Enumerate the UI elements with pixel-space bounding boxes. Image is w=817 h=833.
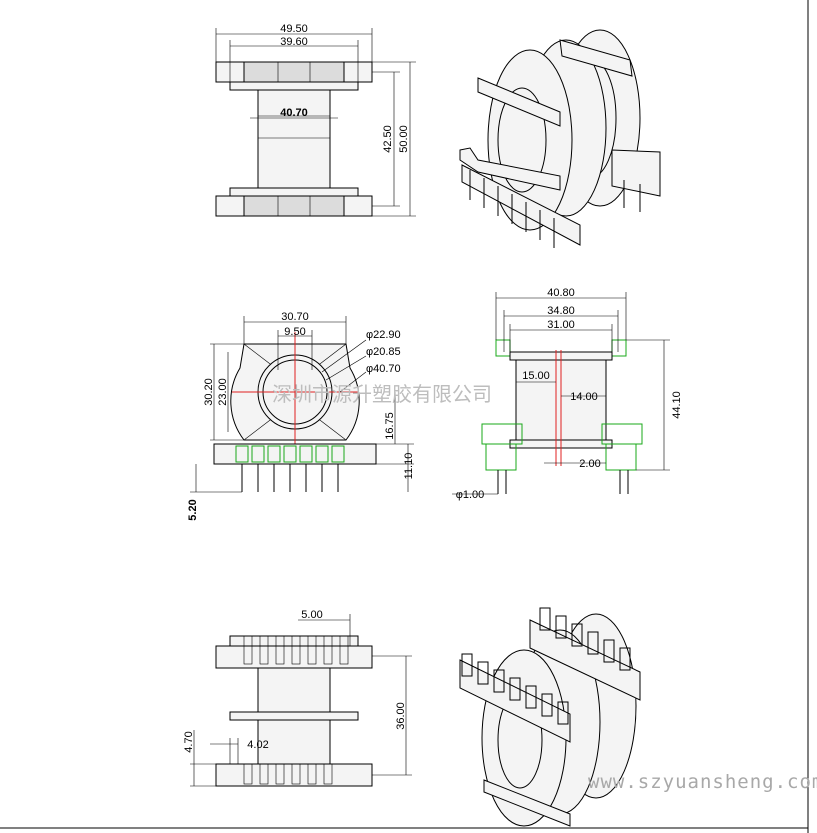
company-watermark: 深圳市源升塑胶有限公司 xyxy=(272,382,492,406)
diameter-a-label: φ22.90 xyxy=(366,329,401,341)
overall-width-label: 49.50 xyxy=(280,23,308,35)
diameter-b-label: φ20.85 xyxy=(366,346,401,358)
top-view: 49.50 39.60 40.70 42.50 50.00 xyxy=(215,23,416,217)
pin-span-label: 42.50 xyxy=(382,125,394,153)
isometric-view-bottom xyxy=(459,607,641,827)
side-overall-width-label: 40.80 xyxy=(547,287,575,299)
isometric-view-top xyxy=(459,29,661,248)
flange-thickness-label: 4.70 xyxy=(183,731,195,752)
side-view: 40.80 34.80 31.00 15.00 14.00 44.10 2.00… xyxy=(452,287,683,501)
bottom-view: 5.00 36.00 4.70 4.02 xyxy=(183,609,412,787)
side-inner-width-label: 31.00 xyxy=(547,319,575,331)
height-b-label: 23.00 xyxy=(217,378,229,406)
slot-width-label: 9.50 xyxy=(284,326,305,338)
pin-diameter-label: φ1.00 xyxy=(456,489,485,501)
pin-length-label: 5.20 xyxy=(187,499,199,520)
bore-length-label: 14.00 xyxy=(570,391,598,403)
core-width-label: 40.70 xyxy=(280,107,308,119)
bottom-height-label: 36.00 xyxy=(395,702,407,730)
front-view: 30.70 9.50 φ22.90 φ20.85 φ40.70 30.20 23… xyxy=(187,311,415,521)
offset-label: 4.02 xyxy=(247,739,268,751)
website-watermark: www.szyuansheng.com xyxy=(588,771,817,793)
pin-pitch-label: 5.00 xyxy=(301,609,322,621)
height-a-label: 30.20 xyxy=(203,378,215,406)
center-height-label: 16.75 xyxy=(384,412,396,440)
inner-width-label: 39.60 xyxy=(280,36,308,48)
overall-height-label: 50.00 xyxy=(398,125,410,153)
flange-width-label: 30.70 xyxy=(281,311,309,323)
diameter-c-label: φ40.70 xyxy=(366,363,401,375)
side-overall-height-label: 44.10 xyxy=(671,391,683,419)
wall-thickness-label: 2.00 xyxy=(579,458,600,470)
side-mid-width-label: 34.80 xyxy=(547,305,575,317)
base-height-label: 11.10 xyxy=(403,453,415,480)
bore-diameter-label: 15.00 xyxy=(522,370,550,382)
